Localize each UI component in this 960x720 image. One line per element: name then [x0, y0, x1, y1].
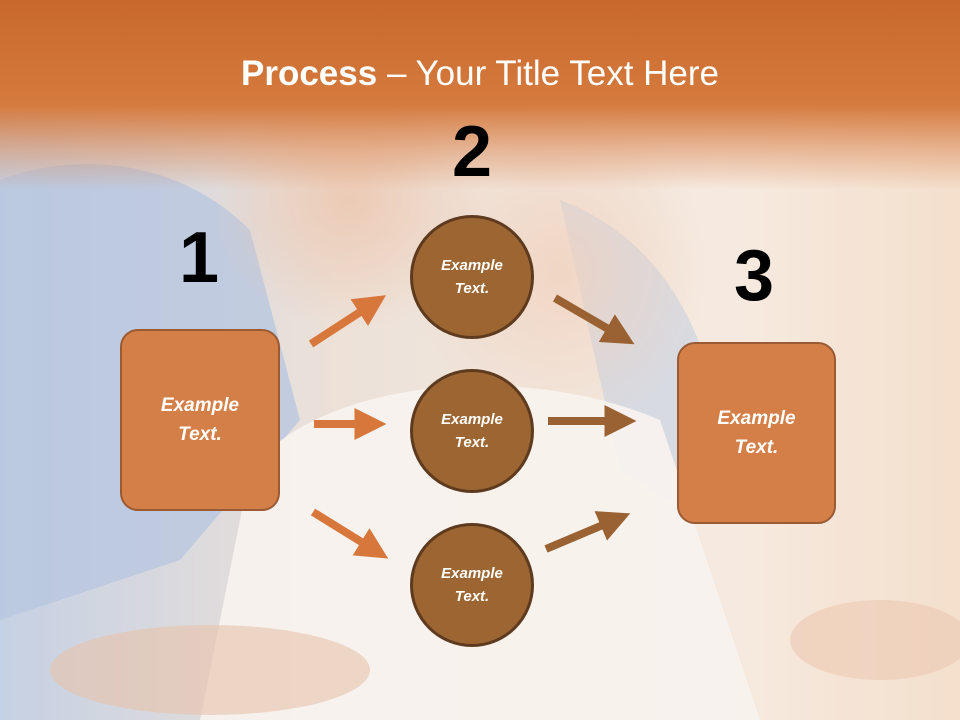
arrow-bottom-to-step3 — [544, 511, 631, 553]
step1-label: Example Text. — [160, 395, 240, 445]
title-bold: Process — [241, 54, 378, 93]
arrow-top-to-step3 — [552, 294, 635, 345]
step2-circle-label: Example Text. — [441, 411, 503, 451]
arrow-step1-to-top — [308, 295, 387, 348]
step-number-3: 3 — [733, 236, 775, 316]
step2-circle-bottom: Example Text. — [410, 523, 534, 647]
step3-box: Example Text. — [677, 342, 836, 524]
step3-label: Example Text. — [717, 408, 796, 458]
title-rest: – Your Title Text Here — [377, 54, 719, 93]
step2-circle-label: Example Text. — [441, 565, 503, 605]
slide-title: Process – Your Title Text Here — [0, 52, 960, 96]
arrow-step1-to-bottom — [310, 508, 389, 559]
step2-circle-label: Example Text. — [441, 257, 503, 297]
step-number-2: 2 — [451, 112, 493, 192]
step-number-1: 1 — [178, 218, 220, 298]
step2-circle-middle: Example Text. — [410, 369, 534, 493]
step1-box: Example Text. — [120, 329, 280, 511]
header-band — [0, 0, 960, 190]
step2-circle-top: Example Text. — [410, 215, 534, 339]
